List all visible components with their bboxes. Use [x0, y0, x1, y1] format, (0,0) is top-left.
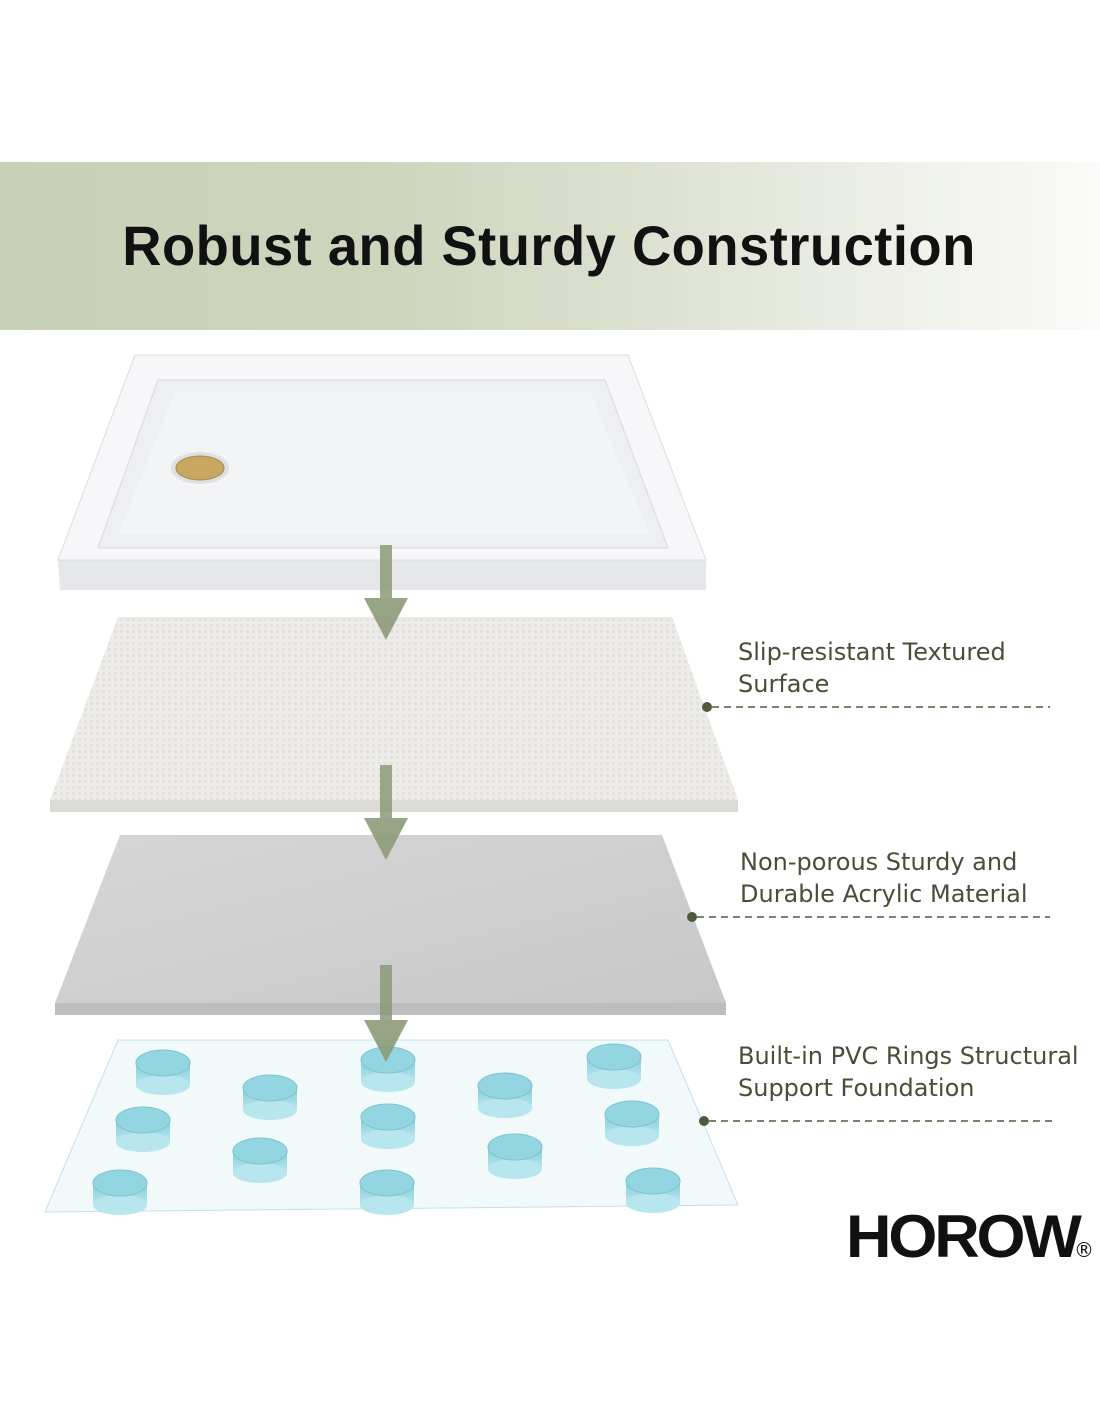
callout-line1: Non-porous Sturdy and: [740, 848, 1018, 876]
pvc-ring: [477, 1072, 533, 1118]
arrow-down-icon: [364, 965, 408, 1062]
title-banner: Robust and Sturdy Construction: [0, 162, 1100, 330]
pvc-ring: [232, 1137, 288, 1183]
pvc-ring: [135, 1049, 191, 1095]
callout-line2: Durable Acrylic Material: [740, 880, 1028, 908]
callout-line1: Built-in PVC Rings Structural: [738, 1042, 1079, 1070]
pvc-ring: [360, 1103, 416, 1149]
callout-line2: Support Foundation: [738, 1074, 975, 1102]
callout-textured: Slip-resistant Textured Surface: [738, 636, 1006, 700]
pvc-ring-layer: [44, 1039, 739, 1215]
shower-tray-layer: [57, 354, 707, 590]
callout-pvc: Built-in PVC Rings Structural Support Fo…: [738, 1040, 1079, 1104]
pvc-ring: [359, 1169, 415, 1215]
callout-dot: [702, 702, 712, 712]
drain-icon: [171, 452, 229, 484]
callout-acrylic: Non-porous Sturdy and Durable Acrylic Ma…: [740, 846, 1027, 910]
callout-line2: Surface: [738, 670, 830, 698]
pvc-ring: [115, 1106, 171, 1152]
pvc-ring: [604, 1100, 660, 1146]
arrow-down-icon: [364, 545, 408, 640]
callout-dot: [699, 1116, 709, 1126]
pvc-ring: [360, 1046, 416, 1092]
registered-mark: ®: [1074, 1238, 1094, 1262]
brand-logo: HOROW: [846, 1203, 1082, 1270]
pvc-ring: [625, 1167, 681, 1213]
callout-dot: [687, 912, 697, 922]
pvc-ring: [586, 1043, 642, 1089]
pvc-ring: [92, 1169, 148, 1215]
page-title: Robust and Sturdy Construction: [122, 214, 976, 277]
textured-surface-layer: [50, 617, 738, 812]
arrow-down-icon: [364, 765, 408, 860]
callout-line1: Slip-resistant Textured: [738, 638, 1006, 666]
pvc-ring: [487, 1133, 543, 1179]
pvc-ring: [242, 1074, 298, 1120]
